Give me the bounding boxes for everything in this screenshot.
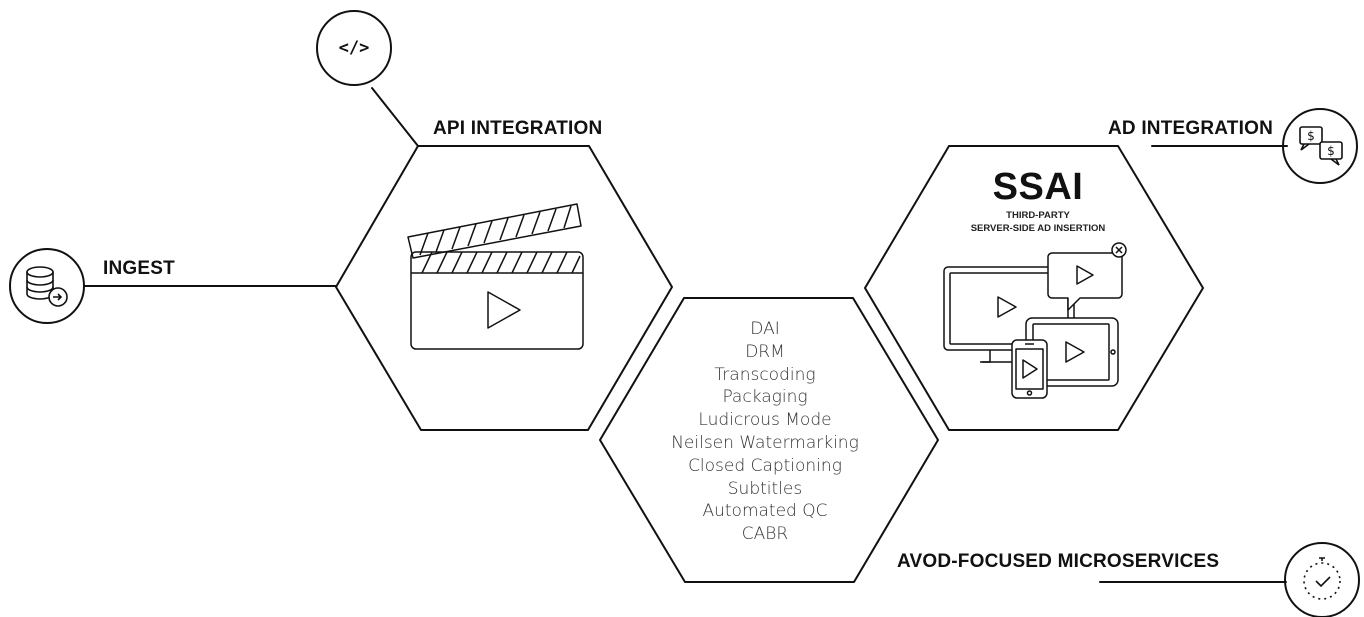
- chat-dollar-icon: $ $: [1299, 126, 1343, 166]
- svg-text:$: $: [1307, 129, 1315, 143]
- ssai-subtitle-line1: THIRD-PARTY: [1006, 210, 1070, 221]
- list-item: DRM: [745, 341, 785, 362]
- svg-text:$: $: [1327, 144, 1335, 158]
- clapperboard-icon: [407, 203, 584, 350]
- avod-microservices-label: AVOD-FOCUSED MICROSERVICES: [897, 551, 1220, 572]
- avod-icon-circle: [1284, 542, 1360, 617]
- ad-icon-circle: [1282, 108, 1358, 184]
- ssai-subtitle: THIRD-PARTY SERVER-SIDE AD INSERTION: [940, 209, 1136, 235]
- stopwatch-icon: [1303, 557, 1341, 600]
- list-item: Automated QC: [702, 501, 828, 522]
- ssai-hexagon: [864, 145, 1204, 431]
- list-item: CABR: [741, 524, 789, 545]
- list-item: Packaging: [722, 387, 808, 408]
- list-item: Neilsen Watermarking: [671, 432, 859, 453]
- list-item: DAI: [750, 319, 780, 339]
- api-icon-circle: [316, 10, 392, 86]
- services-hexagon: [599, 297, 939, 583]
- ingest-label: INGEST: [103, 258, 175, 279]
- list-item: Ludicrous Mode: [698, 410, 832, 431]
- ssai-title: SSAI: [992, 166, 1084, 208]
- ingest-icon-circle: [9, 248, 85, 324]
- ad-integration-label: AD INTEGRATION: [1108, 118, 1273, 139]
- database-import-icon: [26, 266, 68, 307]
- list-item: Subtitles: [727, 478, 803, 499]
- microservices-list: DAI DRM Transcoding Packaging Ludicrous …: [660, 318, 870, 546]
- api-integration-label: API INTEGRATION: [433, 118, 603, 139]
- code-brackets-icon: </>: [338, 38, 370, 58]
- multi-screen-play-icon: [943, 242, 1127, 399]
- list-item: Closed Captioning: [688, 455, 842, 476]
- api-connector: [371, 87, 419, 147]
- api-hexagon: [335, 145, 673, 431]
- ssai-subtitle-line2: SERVER-SIDE AD INSERTION: [970, 223, 1106, 234]
- list-item: Transcoding: [714, 364, 816, 385]
